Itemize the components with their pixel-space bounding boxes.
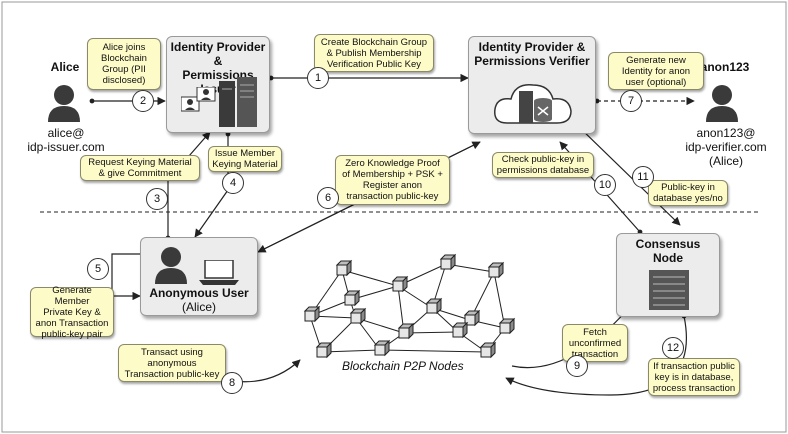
server-rack-icon: [649, 270, 689, 310]
verifier-title: Identity Provider & Permissions Verifier: [474, 40, 590, 68]
p2p-node: [498, 317, 516, 335]
person-icon: [155, 247, 187, 284]
step-7: 7: [620, 90, 642, 112]
note-zkp: Zero Knowledge Proof of Membership + PSK…: [335, 155, 450, 205]
step-11: 11: [632, 166, 654, 188]
issuer-box: Identity Provider & Permissions Issuer: [166, 36, 270, 133]
server-rack-icon: [219, 77, 257, 127]
p2p-link: [379, 349, 487, 353]
note-issue-keying: Issue Member Keying Material: [208, 146, 282, 172]
p2p-link: [321, 349, 381, 353]
anon-name: anon123: [700, 60, 750, 74]
anonymous-user-subtitle: (Alice): [181, 300, 216, 314]
cloud-database-icon: [494, 84, 572, 124]
step-2: 2: [132, 90, 154, 112]
step-10: 10: [594, 174, 616, 196]
p2p-label: Blockchain P2P Nodes: [342, 359, 464, 373]
anonymous-user-box: Anonymous User (Alice): [140, 237, 258, 316]
p2p-node: [303, 305, 321, 323]
consensus-title: Consensus Node: [635, 237, 701, 265]
p2p-node: [439, 253, 457, 271]
step-6: 6: [317, 187, 339, 209]
p2p-nodes: [303, 253, 516, 359]
step-9: 9: [566, 355, 588, 377]
step-12: 12: [662, 337, 684, 359]
p2p-node: [487, 261, 505, 279]
step-5: 5: [87, 258, 109, 280]
verifier-box: Identity Provider & Permissions Verifier: [468, 36, 596, 134]
note-pubkey-db: Public-key in database yes/no: [648, 180, 728, 206]
edge-self-loop: [111, 253, 141, 301]
edge-pubkey-db: [575, 123, 681, 226]
p2p-link: [493, 271, 506, 329]
edge-request-keying: [165, 131, 211, 241]
step-1: 1: [307, 67, 329, 89]
person-icon: [48, 85, 80, 122]
alice-email: alice@ idp-issuer.com: [27, 126, 105, 154]
note-alice-joins: Alice joins Blockchain Group (PII disclo…: [87, 38, 161, 90]
note-generate-member: Generate Member Private Key & anon Trans…: [30, 285, 114, 340]
anonymous-user-title: Anonymous User: [149, 286, 249, 300]
p2p-node: [425, 297, 443, 315]
p2p-node: [479, 341, 497, 359]
note-if-in-db: If transaction public key is in database…: [648, 358, 740, 396]
p2p-node: [343, 289, 361, 307]
step-8: 8: [221, 372, 243, 394]
p2p-node: [315, 341, 333, 359]
step-4: 4: [222, 172, 244, 194]
p2p-node: [335, 259, 353, 277]
note-transact: Transact using anonymous Transaction pub…: [118, 344, 226, 382]
anon-email: anon123@ idp-verifier.com (Alice): [685, 126, 767, 168]
note-request-keying: Request Keying Material & give Commitmen…: [80, 155, 200, 181]
consensus-box: Consensus Node: [616, 233, 720, 317]
step-3: 3: [146, 188, 168, 210]
note-create-group: Create Blockchain Group & Publish Member…: [314, 34, 434, 72]
edge-process: [505, 313, 688, 396]
p2p-node: [391, 275, 409, 293]
alice-name: Alice: [50, 60, 80, 74]
note-generate-identity: Generate new Identity for anon user (opt…: [608, 52, 704, 90]
person-icon: [706, 85, 738, 122]
p2p-node: [451, 321, 469, 339]
id-card-icon: [181, 87, 216, 112]
p2p-node: [397, 322, 415, 340]
p2p-link: [341, 269, 399, 287]
laptop-icon: [199, 260, 239, 285]
p2p-node: [463, 309, 481, 327]
note-check-pubkey: Check public-key in permissions database: [492, 152, 594, 178]
p2p-node: [349, 307, 367, 325]
p2p-node: [373, 339, 391, 357]
